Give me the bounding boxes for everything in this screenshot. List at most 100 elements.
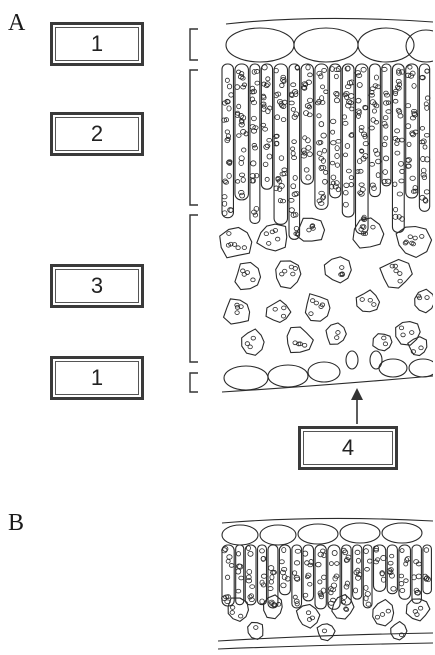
cuticle <box>226 18 433 24</box>
chloroplast <box>292 192 297 197</box>
palisade-cell <box>315 545 326 609</box>
chloroplast <box>360 298 364 302</box>
chloroplast <box>306 611 310 615</box>
chloroplast <box>304 168 309 172</box>
palisade-cells <box>222 64 430 239</box>
chloroplast <box>321 133 327 138</box>
chloroplast <box>260 549 265 553</box>
chloroplast <box>353 588 357 593</box>
chloroplast <box>236 569 241 574</box>
chloroplast <box>255 69 260 73</box>
chloroplast <box>382 179 387 183</box>
chloroplast <box>263 127 268 131</box>
chloroplast <box>340 266 344 270</box>
chloroplast <box>342 115 346 119</box>
chloroplast <box>282 548 286 553</box>
spongy-cell <box>296 605 319 629</box>
chloroplast <box>310 299 314 303</box>
spongy-cell <box>396 322 421 346</box>
chloroplast <box>343 153 347 157</box>
bracket-palisade <box>190 70 198 205</box>
palisade-cells <box>222 545 432 609</box>
chloroplast <box>291 184 296 189</box>
chloroplast <box>227 555 232 559</box>
chloroplast <box>410 176 415 180</box>
chloroplast <box>317 114 321 118</box>
chloroplast <box>292 140 297 144</box>
chloroplast <box>383 156 388 161</box>
chloroplast <box>395 142 399 146</box>
chloroplast <box>293 571 297 576</box>
chloroplast <box>237 134 242 138</box>
chloroplast <box>303 593 307 597</box>
chloroplast <box>397 192 402 196</box>
chloroplast <box>319 122 324 127</box>
chloroplast <box>319 74 323 79</box>
chloroplast <box>382 121 387 125</box>
chloroplast <box>393 182 397 187</box>
chloroplast <box>322 148 326 153</box>
chloroplast <box>349 182 353 186</box>
chloroplast <box>238 614 242 618</box>
chloroplast <box>383 116 388 120</box>
chloroplast <box>376 173 380 178</box>
chloroplast <box>308 98 313 102</box>
chloroplast <box>359 183 364 187</box>
chloroplast <box>227 106 231 111</box>
chloroplast <box>251 161 256 166</box>
chloroplast <box>236 589 241 593</box>
chloroplast <box>248 345 252 349</box>
chloroplast <box>386 609 390 613</box>
chloroplast <box>394 207 398 212</box>
guard-cell-right <box>370 351 382 369</box>
chloroplast <box>343 191 348 195</box>
chloroplast <box>269 580 273 585</box>
chloroplast <box>382 142 387 146</box>
chloroplast <box>336 331 340 335</box>
chloroplast <box>239 190 244 194</box>
chloroplast <box>225 130 229 134</box>
chloroplast <box>279 156 284 161</box>
chloroplast <box>423 145 427 149</box>
chloroplast <box>266 77 270 81</box>
upper-epidermis-cells <box>226 28 433 62</box>
chloroplast <box>404 579 408 583</box>
chloroplast <box>372 186 377 191</box>
chloroplast <box>281 583 286 588</box>
chloroplast <box>334 74 338 79</box>
chloroplast <box>335 153 340 158</box>
chloroplast <box>322 553 326 558</box>
chloroplast <box>275 115 280 120</box>
chloroplast <box>267 138 272 142</box>
chloroplast <box>229 93 234 97</box>
chloroplast <box>308 582 312 586</box>
chloroplast <box>372 109 376 113</box>
spongy-cell <box>248 622 263 639</box>
chloroplast <box>356 98 361 103</box>
chloroplast <box>289 208 294 213</box>
chloroplast <box>359 192 365 197</box>
chloroplast <box>267 241 271 245</box>
chloroplast <box>309 312 313 316</box>
chloroplast <box>411 242 415 246</box>
chloroplast <box>412 84 416 89</box>
chloroplast <box>268 566 274 571</box>
chloroplast <box>273 307 277 311</box>
chloroplast <box>251 116 256 121</box>
chloroplast <box>424 548 429 553</box>
chloroplast <box>251 278 255 282</box>
chloroplast <box>335 336 339 340</box>
chloroplast <box>226 559 230 563</box>
chloroplast <box>283 269 287 273</box>
chloroplast <box>331 583 337 588</box>
chloroplast <box>391 586 396 591</box>
spongy-cell <box>406 599 430 621</box>
chloroplast <box>371 118 375 123</box>
chloroplast <box>413 236 417 240</box>
chloroplast <box>398 114 403 118</box>
chloroplast <box>230 606 234 610</box>
chloroplast <box>250 86 255 91</box>
palisade-cell <box>419 64 429 211</box>
chloroplast <box>345 581 349 586</box>
chloroplast <box>293 595 297 599</box>
